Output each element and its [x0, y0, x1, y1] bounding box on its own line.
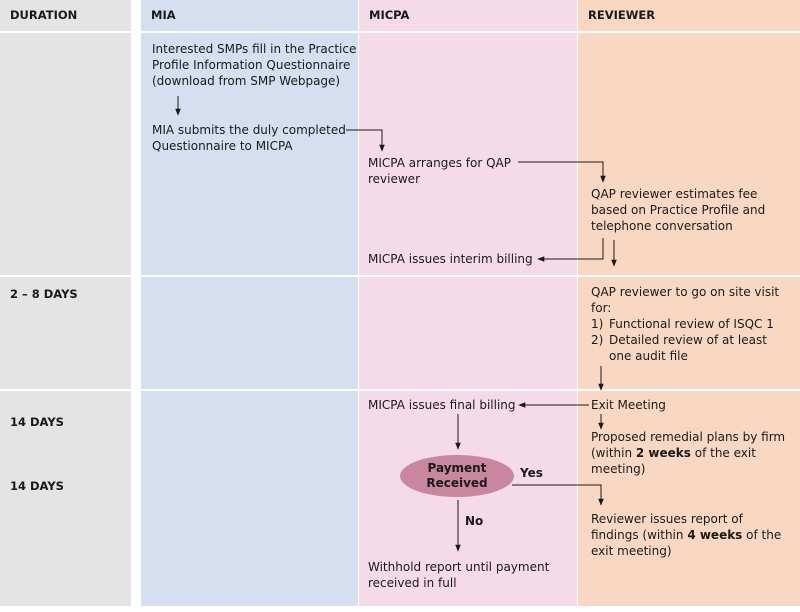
- text-span: of the exit: [690, 446, 756, 460]
- reviewer-exit-meeting: Exit Meeting: [591, 398, 666, 412]
- mia-step-fill-questionnaire: Interested SMPs fill in the Practice Pro…: [152, 41, 356, 89]
- text-line: QAP reviewer estimates fee: [591, 187, 758, 201]
- text-line: Reviewer issues report of: [591, 512, 743, 526]
- text-line: meeting): [591, 462, 646, 476]
- text-line: MIA submits the duly completed: [152, 123, 346, 137]
- text-line: one audit file: [609, 349, 688, 363]
- micpa-withhold-report: Withhold report until payment received i…: [368, 559, 549, 591]
- list-number: 2): [591, 333, 604, 347]
- reviewer-cell-row1: [578, 33, 800, 275]
- duration-cell-row3: [0, 391, 131, 606]
- text-line: reviewer: [368, 172, 421, 186]
- list-item: 2) Detailed review of at least one audit…: [591, 332, 774, 364]
- reviewer-cell-row3: [578, 391, 800, 606]
- mia-cell-row1: [141, 33, 358, 275]
- reviewer-estimates-fee: QAP reviewer estimates fee based on Prac…: [591, 186, 765, 234]
- micpa-cell-row2: [359, 277, 577, 389]
- header-reviewer: REVIEWER: [578, 0, 800, 31]
- duration-2-8-days: 2 – 8 DAYS: [10, 287, 78, 301]
- decision-label: Payment Received: [400, 461, 514, 491]
- duration-cell-row1: [0, 33, 131, 275]
- text-line: for:: [591, 301, 612, 315]
- reviewer-site-visit: QAP reviewer to go on site visit for:: [591, 284, 779, 316]
- micpa-final-billing: MICPA issues final billing: [368, 398, 516, 412]
- text-line: Profile Information Questionnaire: [152, 58, 351, 72]
- text-line: received in full: [368, 576, 457, 590]
- decision-payment-received: [400, 455, 514, 497]
- duration-cell-row2: [0, 277, 131, 389]
- text-span: of the: [742, 528, 782, 542]
- text-line: Proposed remedial plans by firm: [591, 430, 786, 444]
- text-line: based on Practice Profile and: [591, 203, 766, 217]
- micpa-cell-row3: [359, 391, 577, 606]
- no-label: No: [465, 514, 484, 528]
- mia-cell-row2: [141, 277, 358, 389]
- text-span: findings (within: [591, 528, 688, 542]
- text-line: (download from SMP Webpage): [152, 74, 341, 88]
- header-duration: DURATION: [0, 0, 131, 31]
- micpa-arranges-reviewer: MICPA arranges for QAP reviewer: [368, 155, 511, 187]
- mia-cell-row3: [141, 391, 358, 606]
- site-visit-list: 1) Functional review of ISQC 1 2) Detail…: [591, 316, 774, 364]
- text-line: exit meeting): [591, 544, 672, 558]
- header-micpa: MICPA: [359, 0, 577, 31]
- arrow-arrange-to-estimate: [518, 161, 606, 183]
- text-line: Withhold report until payment: [368, 560, 550, 574]
- text-line: Detailed review of at least: [609, 333, 767, 347]
- micpa-cell-row1: [359, 33, 577, 275]
- text-line: MICPA arranges for QAP: [368, 156, 512, 170]
- header-mia: MIA: [141, 0, 358, 31]
- reviewer-cell-row2: [578, 277, 800, 389]
- yes-label: Yes: [520, 466, 543, 480]
- reviewer-issues-report: Reviewer issues report of findings (with…: [591, 511, 781, 559]
- text-line: Received: [426, 476, 488, 490]
- arrow-estimate-to-interim: [537, 238, 604, 262]
- reviewer-remedial-plans: Proposed remedial plans by firm (within …: [591, 429, 785, 477]
- mia-step-submit-questionnaire: MIA submits the duly completed Questionn…: [152, 122, 346, 154]
- text-line: telephone conversation: [591, 219, 733, 233]
- micpa-interim-billing: MICPA issues interim billing: [368, 252, 533, 266]
- text-line: findings (within 4 weeks of the: [591, 527, 781, 543]
- emphasis-4-weeks: 4 weeks: [687, 528, 743, 542]
- arrow-yes-to-report: [512, 484, 604, 506]
- text-line: Payment: [427, 461, 487, 475]
- list-item: 1) Functional review of ISQC 1: [591, 316, 774, 332]
- text-line: Functional review of ISQC 1: [609, 317, 774, 331]
- text-span: (within: [591, 446, 636, 460]
- text-line: (within 2 weeks of the exit: [591, 445, 785, 461]
- arrow-submit-to-arrange: [346, 129, 385, 152]
- text-line: QAP reviewer to go on site visit: [591, 285, 780, 299]
- duration-14-days-remedial: 14 DAYS: [10, 415, 64, 429]
- text-line: Interested SMPs fill in the Practice: [152, 42, 357, 56]
- text-line: Questionnaire to MICPA: [152, 139, 293, 153]
- list-number: 1): [591, 317, 604, 331]
- duration-14-days-report: 14 DAYS: [10, 479, 64, 493]
- emphasis-2-weeks: 2 weeks: [635, 446, 691, 460]
